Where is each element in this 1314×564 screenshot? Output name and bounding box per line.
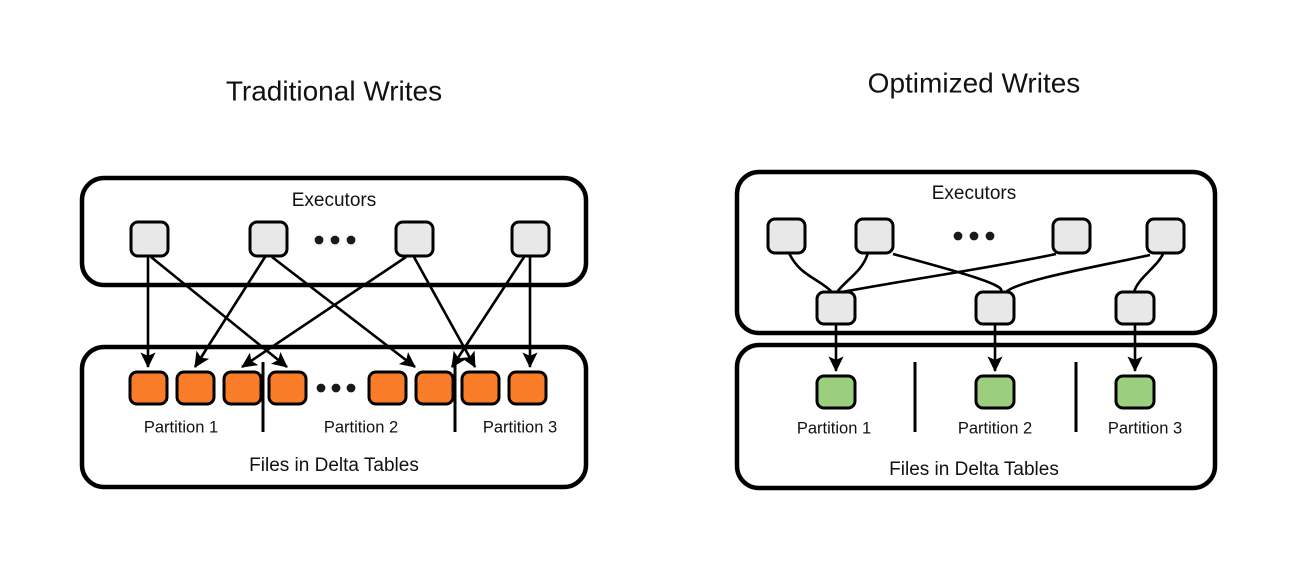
right-partition-label-2: Partition 2 [958, 419, 1032, 437]
left-executors-ellipsis-icon [314, 235, 356, 245]
left-file-box-8[interactable] [507, 370, 548, 406]
right-curve-e2-s1 [835, 252, 870, 293]
left-file-box-3[interactable] [222, 370, 263, 406]
right-file-box-3[interactable] [1114, 374, 1156, 410]
right-executors-label: Executors [932, 183, 1016, 204]
left-files-label: Files in Delta Tables [249, 455, 419, 476]
right-file-box-1[interactable] [815, 374, 857, 410]
right-shuffle-node-3[interactable] [1114, 290, 1156, 326]
right-shuffle-curves [787, 252, 1165, 294]
right-curve-e1-s1 [787, 252, 833, 293]
right-executors-ellipsis-icon [953, 231, 995, 241]
right-executor-node-4[interactable] [1145, 217, 1186, 255]
left-executor-node-1[interactable] [129, 220, 170, 258]
right-executor-node-3[interactable] [1051, 217, 1092, 255]
right-curve-e2-s2 [892, 252, 1003, 294]
left-flow-edges [140, 255, 538, 369]
right-curve-e3-s1 [841, 252, 1057, 294]
right-executor-node-1[interactable] [766, 217, 807, 255]
right-file-box-2[interactable] [974, 374, 1016, 410]
right-title: Optimized Writes [868, 67, 1081, 98]
right-shuffle-node-1[interactable] [815, 290, 857, 326]
left-edge-e2-f6 [271, 255, 416, 369]
left-edge-e1-f5 [150, 255, 288, 369]
left-file-box-5[interactable] [367, 370, 408, 406]
left-edge-e3-f3 [241, 255, 407, 369]
right-executors-container [734, 169, 1218, 336]
left-file-box-2[interactable] [175, 370, 216, 406]
left-edge-e2-f2 [193, 256, 267, 368]
left-partition-label-1: Partition 1 [144, 418, 218, 436]
left-partition-label-3: Partition 3 [483, 418, 557, 436]
right-executor-node-2[interactable] [854, 217, 895, 255]
right-partition-label-3: Partition 3 [1108, 419, 1182, 437]
left-file-box-1[interactable] [128, 370, 169, 406]
left-file-box-7[interactable] [460, 370, 501, 406]
right-files-label: Files in Delta Tables [889, 459, 1059, 480]
left-file-box-6[interactable] [414, 370, 455, 406]
right-partition-label-1: Partition 1 [797, 419, 871, 437]
left-files-ellipsis-icon [316, 383, 356, 393]
right-shuffle-node-2[interactable] [974, 290, 1016, 326]
left-executors-container [79, 175, 589, 288]
right-curve-e4-s2 [1005, 253, 1151, 294]
left-executors-label: Executors [292, 190, 376, 211]
left-panel-group: Traditional Writes Executors [79, 75, 589, 490]
right-files-container [734, 342, 1218, 491]
left-edge-e4-f4 [450, 256, 526, 368]
left-executor-node-4[interactable] [510, 220, 551, 258]
right-panel-group: Optimized Writes Executors [734, 67, 1218, 491]
right-flow-edges [828, 325, 1143, 373]
right-curve-e4-s3 [1132, 253, 1165, 293]
left-file-box-4[interactable] [267, 370, 308, 406]
left-executor-node-3[interactable] [394, 220, 435, 258]
left-executor-node-2[interactable] [248, 220, 289, 258]
left-title: Traditional Writes [226, 75, 442, 106]
left-partition-label-2: Partition 2 [324, 418, 398, 436]
